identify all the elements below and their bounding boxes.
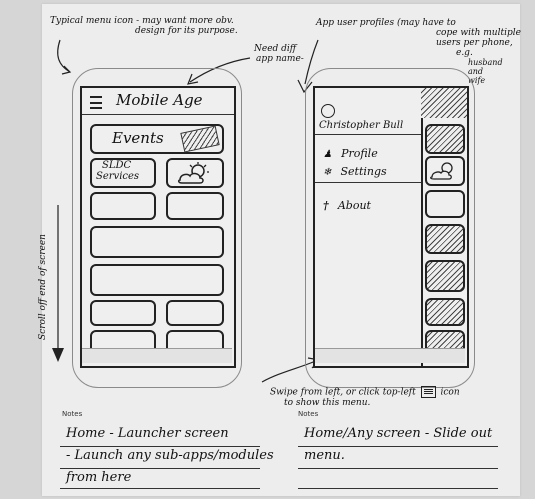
right-phone-nav-bar xyxy=(315,348,465,363)
slc-services-label-line2: Services xyxy=(96,171,140,182)
notes-left-label: Notes xyxy=(62,410,83,418)
app-name-annotation: Need diff app name- xyxy=(254,44,304,64)
menu-item-about[interactable]: † About xyxy=(323,194,371,213)
slc-services-label-line1: SLDC xyxy=(102,160,132,171)
swipe-annotation: Swipe from left, or click top-left icon … xyxy=(270,386,460,408)
events-tile[interactable]: Events xyxy=(90,124,224,154)
notes-right-rule2 xyxy=(298,468,498,469)
tile-wide-1[interactable] xyxy=(90,226,224,258)
profiles-annotation: App user profiles (may have to cope with… xyxy=(316,18,521,85)
notes-left-line3: from here xyxy=(66,470,132,485)
tile-row3-right[interactable] xyxy=(166,192,224,220)
notes-left-line1: Home - Launcher screen xyxy=(66,426,229,441)
person-icon: ♟ xyxy=(323,149,332,160)
calendar-icon xyxy=(180,125,220,153)
swipe-annotation-line2: to show this menu. xyxy=(284,398,371,408)
menu-item-settings[interactable]: ❄ Settings xyxy=(323,160,387,179)
profiles-annotation-line4: e.g. xyxy=(456,48,473,58)
tile-row6-right[interactable] xyxy=(166,300,224,326)
user-avatar-icon[interactable] xyxy=(321,104,335,118)
menu-item-profile-label: Profile xyxy=(341,147,378,160)
user-divider xyxy=(315,134,421,135)
left-phone-outline xyxy=(72,68,242,388)
hamburger-menu-icon[interactable] xyxy=(90,96,102,109)
notes-right-line1: Home/Any screen - Slide out xyxy=(304,426,493,441)
bg-weather-icon xyxy=(430,162,453,180)
tile-row6-left[interactable] xyxy=(90,300,156,326)
bg-tile-5 xyxy=(425,260,465,292)
menu-divider xyxy=(315,182,421,183)
swipe-annotation-line1-end: icon xyxy=(440,387,460,398)
menu-item-settings-label: Settings xyxy=(340,165,387,178)
menu-item-profile[interactable]: ♟ Profile xyxy=(323,142,378,161)
app-name-arrowhead xyxy=(187,73,199,85)
menu-icon-arrow xyxy=(57,39,71,73)
menu-item-about-label: About xyxy=(337,199,371,212)
profiles-annotation-line3: users per phone, xyxy=(436,38,513,48)
slide-out-menu: Christopher Bull ♟ Profile ❄ Settings † … xyxy=(315,88,423,366)
events-tile-label: Events xyxy=(112,129,164,147)
weather-sun-icon xyxy=(177,162,209,184)
notes-right-line2: menu. xyxy=(304,448,345,463)
notes-right-rule1 xyxy=(298,446,498,447)
bg-tile-1 xyxy=(425,124,465,154)
app-name-arrow xyxy=(189,57,251,83)
notes-left-rule2 xyxy=(60,468,260,469)
app-name-annotation-line2: app name- xyxy=(256,54,304,64)
profiles-annotation-line6: and xyxy=(468,67,484,76)
wrench-icon: ❄ xyxy=(323,167,332,178)
bg-tile-weather xyxy=(425,156,465,186)
scroll-arrowhead xyxy=(52,348,64,362)
left-phone-nav-bar xyxy=(82,348,232,363)
right-phone-outline xyxy=(305,68,475,388)
app-name-annotation-line1: Need diff xyxy=(254,44,297,54)
profiles-annotation-line7: wife xyxy=(468,76,486,85)
notes-left-rule1 xyxy=(60,446,260,447)
notes-right-rule3 xyxy=(298,488,498,489)
bg-tile-4 xyxy=(425,224,465,254)
profiles-annotation-line5: husband xyxy=(468,58,503,67)
profiles-annotation-line2: cope with multiple xyxy=(436,28,521,38)
info-icon: † xyxy=(323,199,329,212)
notes-left-rule3 xyxy=(60,488,260,489)
left-phone-screen: Mobile Age Events SLDC Services xyxy=(80,86,236,368)
user-name[interactable]: Christopher Bull xyxy=(319,120,404,131)
menu-icon-arrowhead xyxy=(61,65,72,75)
notes-right-label: Notes xyxy=(298,410,319,418)
tile-row3-left[interactable] xyxy=(90,192,156,220)
menu-icon-annotation-line1: Typical menu icon - may want more obv. xyxy=(50,16,234,26)
profiles-arrow xyxy=(304,39,319,85)
app-title: Mobile Age xyxy=(116,91,203,109)
notes-left-line2: - Launch any sub-apps/modules xyxy=(66,448,274,463)
profiles-annotation-line1: App user profiles (may have to xyxy=(316,18,456,28)
menu-icon-annotation-line2: design for its purpose. xyxy=(135,26,238,36)
bg-tile-6 xyxy=(425,298,465,326)
weather-tile[interactable] xyxy=(166,158,224,188)
right-phone-screen: Christopher Bull ♟ Profile ❄ Settings † … xyxy=(313,86,469,368)
tile-wide-2[interactable] xyxy=(90,264,224,296)
bg-app-header xyxy=(421,88,467,118)
slc-services-tile[interactable]: SLDC Services xyxy=(90,158,156,188)
swipe-annotation-line1: Swipe from left, or click top-left xyxy=(270,387,416,398)
title-divider xyxy=(82,114,234,115)
menu-icon-annotation: Typical menu icon - may want more obv. d… xyxy=(50,16,270,36)
bg-tile-3 xyxy=(425,190,465,218)
menu-icon-sketch xyxy=(420,386,436,398)
